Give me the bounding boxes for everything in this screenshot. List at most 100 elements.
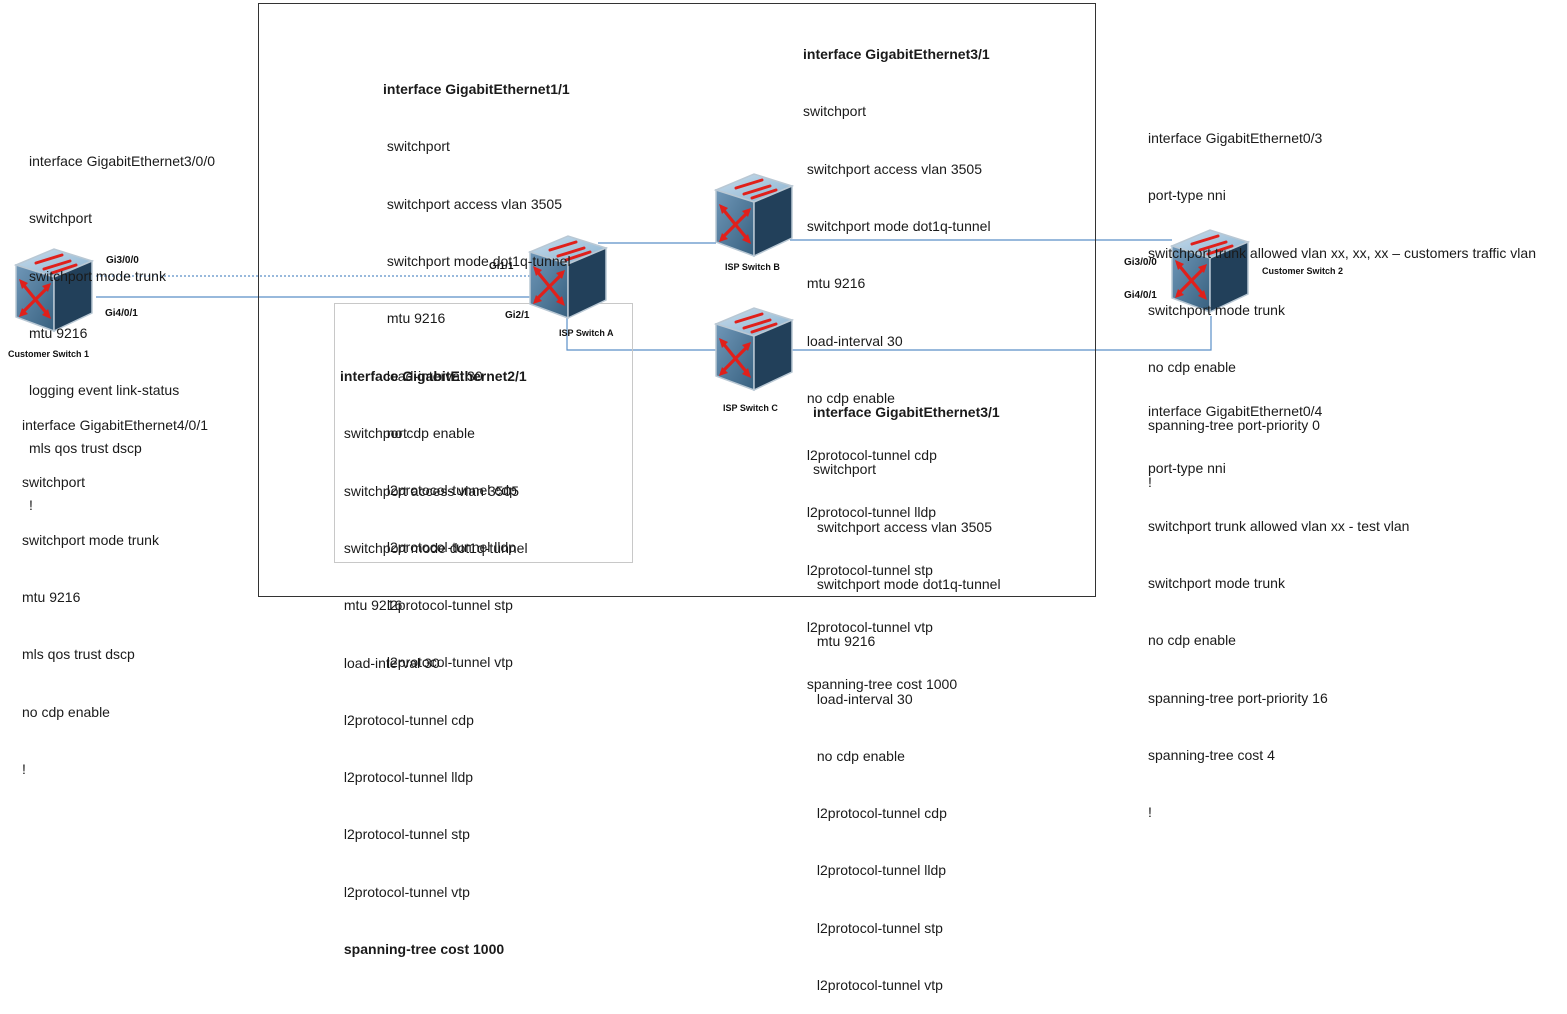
port-label-cs1-gi3: Gi3/0/0 bbox=[106, 255, 139, 266]
config-line: no cdp enable bbox=[1148, 359, 1236, 376]
config-line: no cdp enable bbox=[803, 389, 895, 406]
config-line: switchport mode dot1q-tunnel bbox=[803, 218, 991, 235]
switch-top-arrows bbox=[734, 178, 778, 200]
config-line: mtu 9216 bbox=[383, 310, 446, 327]
switch-side-face bbox=[753, 184, 793, 258]
config-line: no cdp enable bbox=[383, 424, 475, 441]
port-label-a-gi2: Gi2/1 bbox=[505, 310, 530, 321]
switch-top-arrows bbox=[1190, 234, 1234, 256]
switch-side-face bbox=[1209, 240, 1249, 314]
config-line: load-interval 30 bbox=[803, 332, 903, 349]
config-line: switchport bbox=[22, 474, 86, 491]
switch-side-face bbox=[53, 259, 93, 333]
switch-front-arrowheads bbox=[719, 204, 751, 244]
port-label-a-gi1: Gi1/1 bbox=[489, 261, 514, 272]
isp-switch-c-icon bbox=[710, 302, 798, 394]
config-line: l2protocol-tunnel cdp bbox=[803, 447, 937, 464]
config-line: ! bbox=[22, 760, 26, 777]
config-line: switchport mode dot1q-tunnel bbox=[383, 253, 571, 270]
customer-switch-2-label: Customer Switch 2 bbox=[1262, 266, 1344, 276]
switch-top-arrows bbox=[34, 253, 78, 275]
config-line: spanning-tree cost 4 bbox=[1148, 746, 1275, 763]
switch-front-arrows bbox=[1176, 262, 1206, 298]
config-line: switchport access vlan 3505 bbox=[340, 482, 519, 499]
switch-front-arrows bbox=[534, 268, 564, 304]
port-label-cs2-gi4: Gi4/0/1 bbox=[1124, 290, 1157, 301]
gi2-1-config-box bbox=[334, 303, 633, 563]
config-line: switchport access vlan 3505 bbox=[383, 195, 562, 212]
config-line: ! bbox=[1148, 804, 1152, 821]
config-line: l2protocol-tunnel vtp bbox=[813, 977, 943, 993]
config-line: l2protocol-tunnel stp bbox=[803, 561, 933, 578]
config-line: logging event link-status bbox=[29, 382, 180, 399]
config-line: mtu 9216 bbox=[813, 633, 876, 650]
config-line: switchport mode dot1q-tunnel bbox=[340, 540, 528, 557]
link-c-to-cs2 bbox=[790, 316, 1212, 351]
config-line: l2protocol-tunnel cdp bbox=[383, 482, 517, 499]
isp-switch-a-label: ISP Switch A bbox=[559, 328, 614, 338]
port-label-cs1-gi4: Gi4/0/1 bbox=[105, 308, 138, 319]
config-line: l2protocol-tunnel stp bbox=[340, 826, 470, 843]
config-line: mtu 9216 bbox=[803, 275, 866, 292]
config-line: switchport mode trunk bbox=[1148, 575, 1285, 592]
config-line: mls qos trust dscp bbox=[22, 646, 135, 663]
switch-front-arrows bbox=[720, 206, 750, 242]
config-line: no cdp enable bbox=[1148, 632, 1236, 649]
switch-front-arrowheads bbox=[533, 266, 565, 306]
cs2-gi0-3-config: interface GigabitEthernet0/3 port-type n… bbox=[1148, 91, 1536, 511]
config-line: load-interval 30 bbox=[340, 654, 440, 671]
config-line: mtu 9216 bbox=[29, 325, 88, 342]
customer-switch-1-label: Customer Switch 1 bbox=[8, 349, 90, 359]
config-line: switchport mode trunk bbox=[1148, 302, 1285, 319]
config-line: interface GigabitEthernet4/0/1 bbox=[22, 417, 209, 434]
isp-switch-a-icon bbox=[524, 230, 612, 322]
config-line: switchport trunk allowed vlan xx - test … bbox=[1148, 517, 1410, 534]
config-title: interface GigabitEthernet2/1 bbox=[340, 368, 527, 385]
config-line: spanning-tree port-priority 16 bbox=[1148, 689, 1328, 706]
config-line: no cdp enable bbox=[813, 747, 905, 764]
config-line: interface GigabitEthernet3/0/0 bbox=[29, 153, 216, 170]
isp-b-gi3-config: interface GigabitEthernet3/1 switchport … bbox=[803, 7, 991, 713]
config-line: switchport bbox=[340, 425, 407, 442]
config-line: ! bbox=[1148, 473, 1152, 490]
switch-top-arrows bbox=[548, 240, 592, 262]
switch-top-arrows bbox=[734, 312, 778, 334]
switch-side-face bbox=[567, 246, 607, 320]
config-line: switchport bbox=[383, 138, 450, 155]
isp-network-boundary bbox=[258, 3, 1096, 597]
config-line: load-interval 30 bbox=[813, 690, 913, 707]
config-line: switchport bbox=[813, 461, 877, 478]
config-line: l2protocol-tunnel cdp bbox=[813, 805, 947, 822]
isp-a-gi2-config: interface GigabitEthernet2/1 switchport … bbox=[340, 329, 528, 978]
config-line: l2protocol-tunnel lldp bbox=[383, 539, 517, 556]
config-line: l2protocol-tunnel lldp bbox=[813, 862, 947, 879]
switch-front-arrowheads bbox=[19, 279, 51, 319]
config-line: mtu 9216 bbox=[22, 589, 81, 606]
cs1-gi4-config: interface GigabitEthernet4/0/1 switchpor… bbox=[22, 378, 208, 798]
config-line: l2protocol-tunnel cdp bbox=[340, 711, 474, 728]
config-line: switchport mode trunk bbox=[29, 267, 166, 284]
switch-front-arrowheads bbox=[1175, 260, 1207, 300]
port-label-cs2-gi3: Gi3/0/0 bbox=[1124, 257, 1157, 268]
config-line: port-type nni bbox=[1148, 460, 1226, 477]
config-line: load-interval 30 bbox=[383, 367, 483, 384]
config-line: switchport trunk allowed vlan xx, xx, xx… bbox=[1148, 244, 1536, 261]
isp-switch-c-label: ISP Switch C bbox=[723, 403, 778, 413]
config-line: switchport access vlan 3505 bbox=[803, 160, 982, 177]
config-line: l2protocol-tunnel lldp bbox=[340, 769, 474, 786]
customer-switch-2-icon bbox=[1166, 224, 1254, 316]
config-line: switchport mode dot1q-tunnel bbox=[813, 576, 1001, 593]
link-a-to-c bbox=[566, 310, 716, 351]
customer-switch-1-icon bbox=[10, 243, 98, 335]
config-title: interface GigabitEthernet3/1 bbox=[813, 404, 1000, 421]
config-line: l2protocol-tunnel stp bbox=[813, 919, 943, 936]
config-title: interface GigabitEthernet3/1 bbox=[803, 46, 990, 63]
config-line: interface GigabitEthernet0/4 bbox=[1148, 403, 1323, 420]
config-line: l2protocol-tunnel vtp bbox=[803, 619, 933, 635]
config-line: spanning-tree cost 1000 bbox=[803, 676, 958, 693]
switch-front-arrowheads bbox=[719, 338, 751, 378]
config-line: switchport bbox=[29, 210, 93, 227]
isp-switch-b-icon bbox=[710, 168, 798, 260]
isp-a-gi1-config: interface GigabitEthernet1/1 switchport … bbox=[383, 42, 571, 691]
config-line: mtu 9216 bbox=[340, 597, 403, 614]
